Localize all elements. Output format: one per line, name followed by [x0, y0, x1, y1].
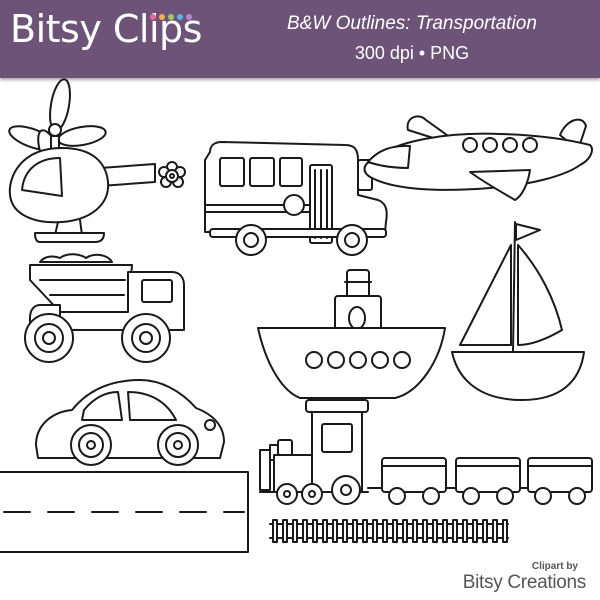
product-subtitle: 300 dpi • PNG	[354, 43, 470, 63]
railroad-track-icon	[269, 519, 509, 543]
road-icon	[0, 471, 249, 553]
steamboat-icon	[257, 269, 446, 399]
school-bus-icon	[204, 141, 388, 256]
brand-dot-purple	[186, 14, 192, 20]
credit-block: Clipart by Bitsy Creations	[462, 561, 587, 594]
product-title: B&W Outlines: Transportation	[287, 13, 537, 34]
credit-name: Bitsy Creations	[462, 572, 587, 593]
brand-dots	[150, 14, 192, 20]
brand-dot-orange	[159, 14, 165, 20]
header-banner: Bitsy Clips B&W Outlines: Transportation…	[0, 0, 600, 78]
brand-dot-pink	[150, 14, 156, 20]
helicopter-icon	[8, 78, 186, 243]
credit-prefix: Clipart by	[531, 561, 578, 572]
car-icon	[35, 379, 225, 466]
sailboat-icon	[451, 221, 585, 401]
airplane-icon	[363, 115, 593, 201]
brand-dot-green	[168, 14, 174, 20]
train-icon	[259, 399, 593, 505]
dump-truck-icon	[24, 253, 185, 363]
brand-dot-blue	[177, 14, 183, 20]
